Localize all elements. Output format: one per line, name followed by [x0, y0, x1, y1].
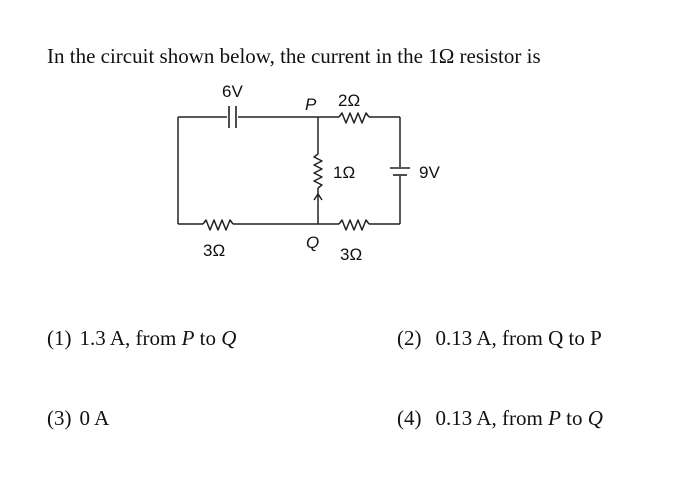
label-node-q: Q: [306, 233, 319, 252]
label-6v: 6V: [222, 82, 243, 101]
label-2ohm: 2Ω: [338, 91, 360, 110]
option-3[interactable]: (3) 0 A: [47, 406, 109, 431]
label-node-p: P: [305, 95, 317, 114]
option-1[interactable]: (1) 1.3 A, from P to Q: [47, 326, 236, 351]
option-2-text: 0.13 A, from Q to P: [435, 326, 602, 350]
option-1-text: 1.3 A, from P to Q: [79, 326, 237, 350]
label-3ohm-left: 3Ω: [203, 241, 225, 260]
option-1-number: (1): [47, 326, 72, 350]
option-2-number: (2): [397, 326, 422, 350]
option-4[interactable]: (4) 0.13 A, from P to Q: [397, 406, 603, 431]
resistor-3ohm-left: [202, 219, 234, 231]
option-3-number: (3): [47, 406, 72, 430]
label-1ohm: 1Ω: [333, 163, 355, 182]
question-text: In the circuit shown below, the current …: [47, 44, 541, 68]
option-4-text: 0.13 A, from P to Q: [435, 406, 603, 430]
option-2[interactable]: (2) 0.13 A, from Q to P: [397, 326, 602, 351]
arrow-up-icon: [313, 192, 323, 201]
option-4-number: (4): [397, 406, 422, 430]
resistor-2ohm: [338, 112, 370, 124]
label-9v: 9V: [419, 163, 440, 182]
resistor-1ohm: [313, 153, 323, 189]
label-3ohm-right: 3Ω: [340, 245, 362, 264]
resistor-3ohm-right: [338, 219, 370, 231]
option-3-text: 0 A: [79, 406, 110, 430]
